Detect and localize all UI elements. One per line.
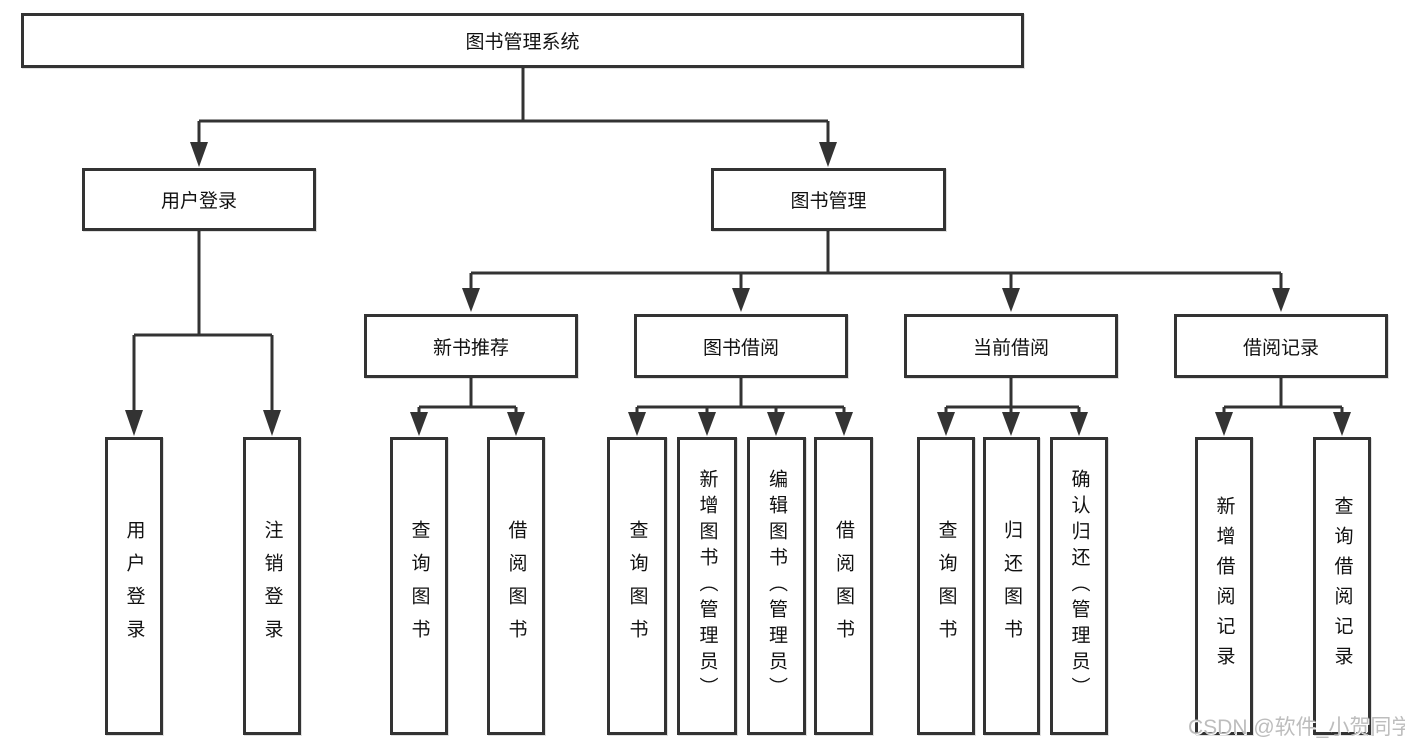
- leaf-bb-add-books-admin: 新增图书（管理员）: [677, 437, 737, 735]
- leaf-cb-return-books-label: 归还图书: [1001, 520, 1022, 652]
- leaf-cb-confirm-return-admin-label: 确认归还（管理员）: [1068, 469, 1090, 703]
- node-book-management-label: 图书管理: [790, 191, 867, 212]
- node-book-borrow: 图书借阅: [634, 314, 848, 378]
- leaf-bb-query-books: 查询图书: [607, 437, 667, 735]
- node-user-login-label: 用户登录: [160, 191, 237, 212]
- leaf-nbr-query-books-label: 查询图书: [408, 520, 430, 652]
- node-new-book-recommend: 新书推荐: [364, 314, 578, 378]
- leaf-user-login: 用户登录: [105, 437, 163, 735]
- node-root: 图书管理系统: [21, 13, 1024, 68]
- leaf-bb-add-books-admin-label: 新增图书（管理员）: [696, 469, 718, 703]
- leaf-logout-label: 注销登录: [261, 520, 283, 652]
- node-book-borrow-label: 图书借阅: [702, 337, 779, 359]
- node-current-borrow-label: 当前借阅: [972, 337, 1049, 359]
- leaf-br-query-record-label: 查询借阅记录: [1331, 496, 1353, 676]
- leaf-nbr-borrow-books-label: 借阅图书: [505, 520, 527, 652]
- csdn-watermark: CSDN @软件_小贺同学: [1188, 716, 1405, 739]
- node-new-book-recommend-label: 新书推荐: [432, 337, 509, 359]
- leaf-nbr-borrow-books: 借阅图书: [487, 437, 545, 735]
- leaf-cb-confirm-return-admin: 确认归还（管理员）: [1050, 437, 1108, 735]
- leaf-bb-edit-books-admin-label: 编辑图书（管理员）: [766, 469, 787, 703]
- leaf-br-add-record: 新增借阅记录: [1195, 437, 1253, 735]
- leaf-bb-borrow-books: 借阅图书: [814, 437, 873, 735]
- leaf-bb-borrow-books-label: 借阅图书: [833, 520, 854, 652]
- leaf-logout: 注销登录: [243, 437, 301, 735]
- node-borrow-records-label: 借阅记录: [1242, 337, 1319, 359]
- leaf-br-add-record-label: 新增借阅记录: [1213, 496, 1235, 676]
- leaf-cb-query-books: 查询图书: [917, 437, 975, 735]
- leaf-cb-return-books: 归还图书: [983, 437, 1040, 735]
- node-current-borrow: 当前借阅: [904, 314, 1118, 378]
- leaf-user-login-label: 用户登录: [123, 520, 145, 652]
- node-book-management: 图书管理: [711, 168, 946, 231]
- leaf-cb-query-books-label: 查询图书: [935, 520, 957, 652]
- leaf-nbr-query-books: 查询图书: [390, 437, 448, 735]
- node-borrow-records: 借阅记录: [1174, 314, 1388, 378]
- arrowheads: [125, 142, 1351, 436]
- leaf-bb-edit-books-admin: 编辑图书（管理员）: [747, 437, 806, 735]
- leaf-bb-query-books-label: 查询图书: [626, 520, 648, 652]
- leaf-br-query-record: 查询借阅记录: [1313, 437, 1371, 735]
- node-user-login: 用户登录: [82, 168, 316, 231]
- node-root-label: 图书管理系统: [465, 32, 580, 53]
